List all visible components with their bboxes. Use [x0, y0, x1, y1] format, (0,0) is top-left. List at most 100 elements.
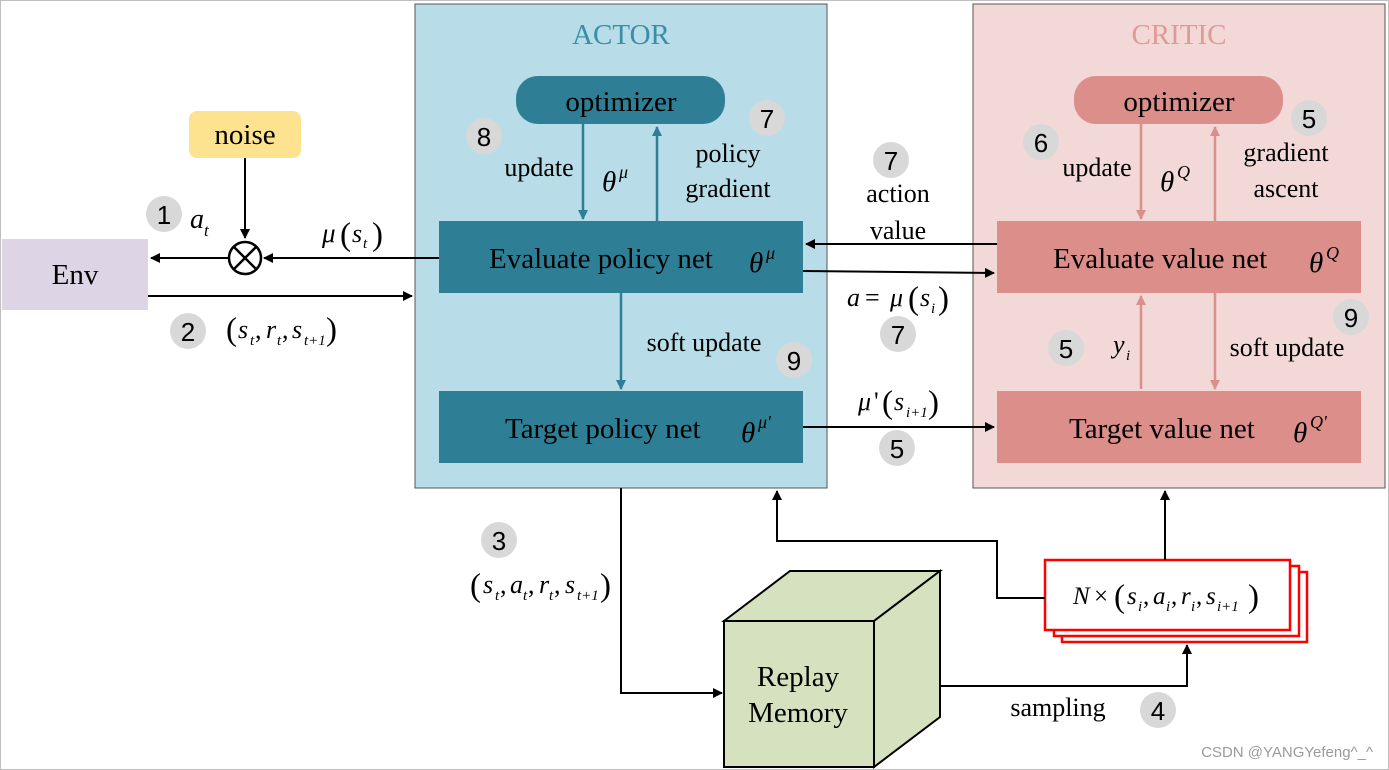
svg-text:i: i	[1138, 599, 1142, 615]
svg-text:5: 5	[1059, 334, 1073, 364]
svg-text:(: (	[882, 385, 893, 421]
transition-label-env: ( s t , r t , s t+1 )	[226, 312, 337, 349]
actor-update-label: update	[504, 153, 573, 182]
svg-text:s: s	[920, 283, 930, 312]
svg-text:r: r	[539, 570, 550, 599]
svg-text:a: a	[1153, 583, 1166, 610]
svg-text:t: t	[363, 236, 368, 252]
env-label: Env	[52, 259, 99, 291]
svg-text:s: s	[238, 315, 248, 344]
actor-optimizer-box	[516, 76, 725, 124]
step-badge-5-yi: 5	[1048, 330, 1084, 366]
svg-text:a: a	[510, 570, 523, 599]
svg-text:,: ,	[1196, 583, 1202, 610]
svg-text:6: 6	[1034, 128, 1048, 158]
noise-box	[189, 111, 301, 158]
svg-text:s: s	[1127, 583, 1137, 610]
svg-text:s: s	[894, 387, 904, 416]
svg-text:,: ,	[282, 315, 289, 344]
svg-text:μ: μ	[765, 243, 775, 263]
theta-q-label: θ Q	[1160, 162, 1190, 198]
policy-gradient-label-2: gradient	[685, 174, 771, 203]
svg-text:9: 9	[787, 346, 801, 376]
a-equals-mu-si-label: a = μ ( s i )	[847, 281, 949, 317]
svg-text:): )	[938, 281, 949, 317]
critic-soft-update-label: soft update	[1230, 333, 1345, 362]
svg-text:i: i	[1191, 599, 1195, 615]
target-value-net-box	[997, 391, 1361, 463]
svg-text:8: 8	[477, 122, 491, 152]
critic-update-label: update	[1062, 153, 1131, 182]
y-i-label: y i	[1110, 330, 1130, 364]
svg-text:): )	[600, 568, 611, 604]
svg-text:μ: μ	[618, 162, 628, 182]
svg-text:i: i	[1166, 599, 1170, 615]
step-badge-4: 4	[1140, 692, 1176, 728]
theta-mu-label: θ μ	[602, 162, 628, 198]
svg-text:s: s	[1206, 583, 1216, 610]
svg-text:,: ,	[255, 315, 262, 344]
action-value-label-2: value	[870, 216, 926, 245]
svg-text:): )	[928, 385, 939, 421]
svg-text:7: 7	[891, 320, 905, 350]
svg-text:a: a	[190, 204, 204, 235]
step-badge-6: 6	[1023, 124, 1059, 160]
replay-memory-label-1: Replay	[757, 661, 840, 693]
evaluate-value-net-label: Evaluate value net	[1053, 243, 1267, 275]
svg-text:θ: θ	[741, 417, 755, 449]
target-value-net-label: Target value net	[1069, 413, 1255, 445]
evaluate-value-net-theta: θ Q	[1309, 243, 1339, 279]
svg-text:t: t	[277, 333, 282, 349]
svg-text:=: =	[865, 283, 880, 312]
policy-action-arrow	[802, 267, 995, 278]
step-badge-5-gradient-ascent: 5	[1291, 100, 1327, 136]
a-t-label: a t	[190, 204, 210, 240]
svg-text:,: ,	[1143, 583, 1149, 610]
step-badge-8: 8	[466, 118, 502, 154]
svg-text:i: i	[931, 301, 935, 317]
replay-memory-label-2: Memory	[748, 697, 848, 729]
svg-text:y: y	[1110, 330, 1125, 359]
svg-text:9: 9	[1344, 303, 1358, 333]
sampling-arrow	[940, 644, 1192, 687]
replay-memory-cube	[721, 568, 943, 770]
critic-optimizer-label: optimizer	[1123, 86, 1234, 118]
target-policy-net-label: Target policy net	[505, 413, 701, 445]
svg-text:(: (	[226, 312, 237, 348]
target-policy-net-theta: θ μ'	[741, 412, 772, 449]
svg-text:1: 1	[157, 200, 171, 230]
step-badge-1: 1	[146, 196, 182, 232]
evaluate-policy-net-theta: θ μ	[749, 243, 775, 279]
svg-text:,: ,	[554, 570, 561, 599]
svg-text:t+1: t+1	[304, 333, 326, 349]
svg-text:×: ×	[1094, 583, 1108, 610]
batch-formula-label: N × ( s i , a i , r i , s i+1 )	[1072, 579, 1259, 615]
svg-text:7: 7	[884, 146, 898, 176]
svg-text:Q: Q	[1177, 162, 1190, 182]
target-value-net-theta: θ Q'	[1293, 412, 1328, 449]
gradient-ascent-label-2: ascent	[1254, 174, 1320, 203]
batch-to-actor-arrow	[772, 490, 1045, 599]
svg-text:θ: θ	[602, 166, 616, 198]
policy-gradient-label-1: policy	[696, 139, 761, 168]
svg-text:i+1: i+1	[1217, 599, 1239, 615]
sampling-label: sampling	[1010, 693, 1105, 722]
svg-text:t: t	[523, 588, 528, 604]
svg-text:μ: μ	[857, 387, 871, 416]
svg-text:Q: Q	[1326, 243, 1339, 263]
svg-text:': '	[874, 387, 879, 416]
action-value-label-1: action	[866, 179, 930, 208]
gradient-ascent-label-1: gradient	[1243, 138, 1329, 167]
critic-title: CRITIC	[1131, 19, 1226, 51]
svg-text:t: t	[250, 333, 255, 349]
transition-label-replay: ( s t , a t , r t , s t+1 )	[470, 568, 611, 604]
critic-optimizer-box	[1074, 76, 1283, 124]
svg-text:θ: θ	[1160, 166, 1174, 198]
actor-to-replay-arrow	[620, 488, 723, 698]
svg-text:s: s	[352, 219, 362, 248]
step-badge-9-critic: 9	[1333, 299, 1369, 335]
evaluate-policy-net-box	[439, 221, 803, 293]
svg-text:i+1: i+1	[906, 405, 928, 421]
